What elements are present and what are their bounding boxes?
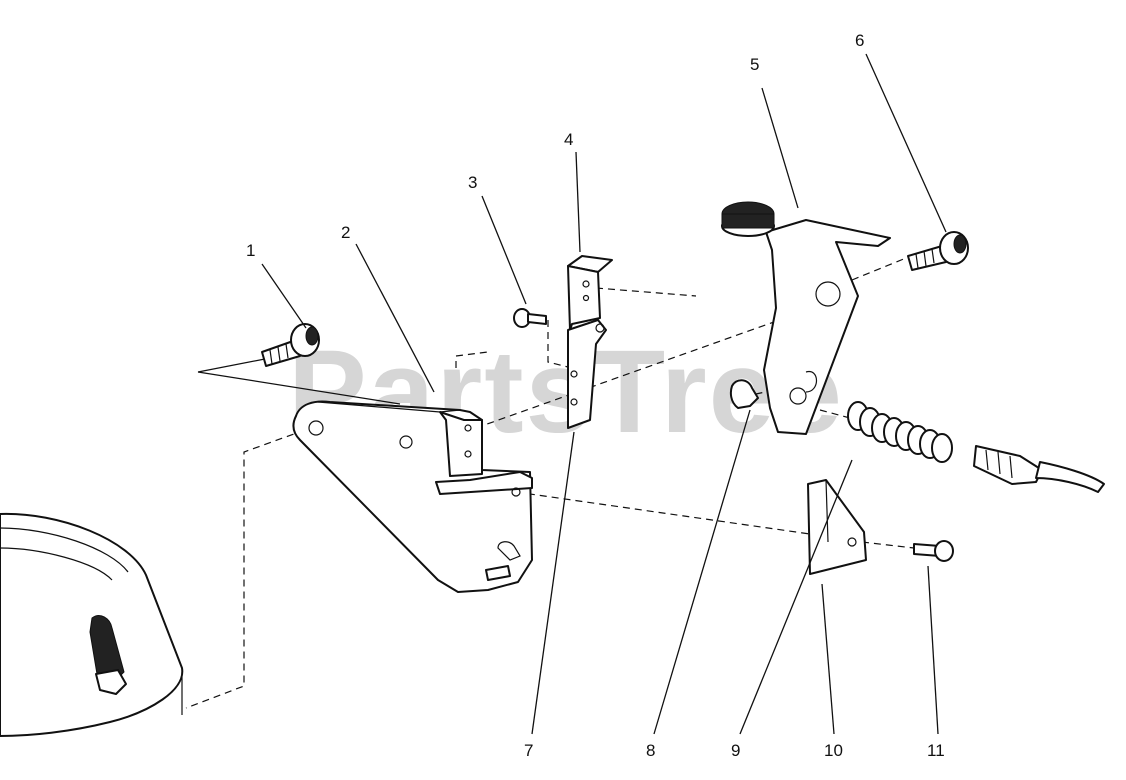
lever-part-5 xyxy=(721,201,891,435)
leader-lines xyxy=(261,53,947,735)
bolt-part-11 xyxy=(913,540,954,562)
callout-6: 6 xyxy=(855,31,864,50)
clip-part-4 xyxy=(567,255,613,331)
assembly-lines xyxy=(185,257,915,709)
callout-8: 8 xyxy=(646,741,655,760)
callout-10: 10 xyxy=(824,741,843,760)
callout-9: 9 xyxy=(731,741,740,760)
spring-cable-part-9 xyxy=(847,401,1105,493)
callout-2: 2 xyxy=(341,223,350,242)
engine-housing xyxy=(0,512,184,737)
callout-5: 5 xyxy=(750,55,759,74)
callout-11: 11 xyxy=(927,741,945,760)
callout-7: 7 xyxy=(524,741,533,760)
screw-part-3 xyxy=(513,308,547,328)
callout-1: 1 xyxy=(246,241,255,260)
bolt-part-6 xyxy=(907,231,969,271)
bolt-part-1 xyxy=(261,323,320,367)
callout-3: 3 xyxy=(468,173,477,192)
callout-labels: 1 2 3 4 5 6 7 8 9 10 11 xyxy=(246,31,945,760)
plate-part-10 xyxy=(807,479,867,575)
plate-part-7 xyxy=(567,319,607,429)
knob-part-8 xyxy=(729,379,759,409)
bracket-part-2 xyxy=(292,400,533,593)
callout-4: 4 xyxy=(564,130,573,149)
